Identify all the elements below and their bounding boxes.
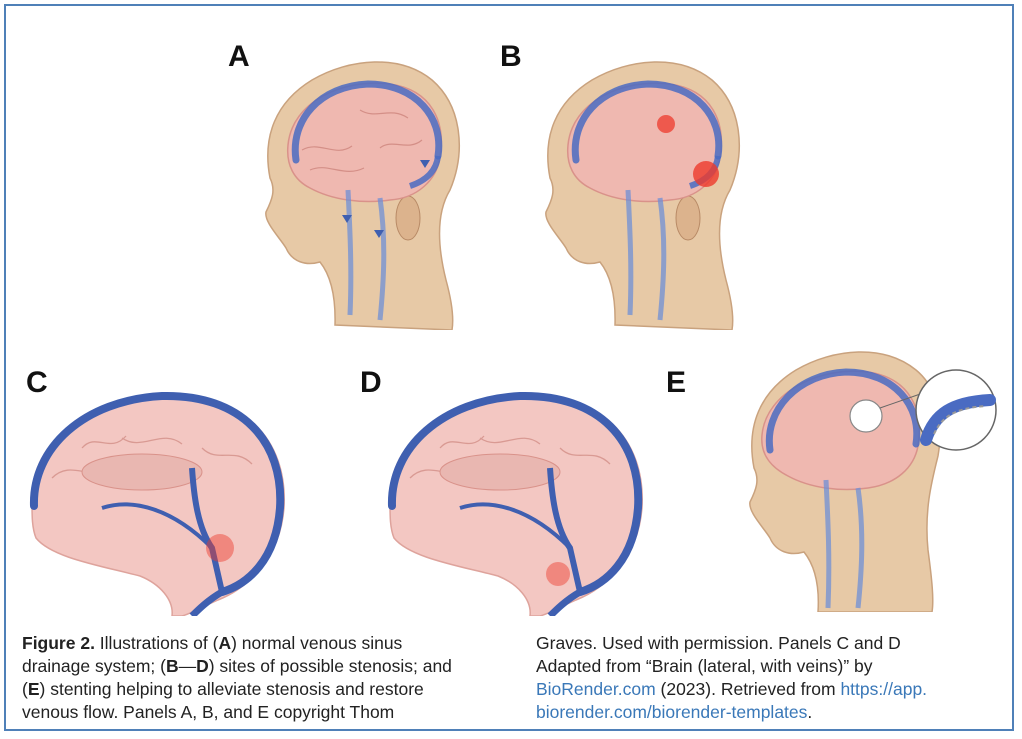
- stenosis-marker: [546, 562, 570, 586]
- caption-line: Figure 2. Illustrations of (A) normal ve…: [22, 632, 502, 655]
- panel-label-c: C: [26, 366, 48, 399]
- caption-text: Illustrations of (: [94, 633, 219, 653]
- stenosis-marker: [206, 534, 234, 562]
- figure-label: Figure 2.: [22, 633, 95, 653]
- caption-text: D: [196, 656, 209, 676]
- caption-line: Adapted from “Brain (lateral, with veins…: [536, 655, 1006, 678]
- panel-c-brain-illustration: [29, 391, 285, 616]
- caption-text: Adapted from “Brain (lateral, with veins…: [536, 656, 873, 676]
- caption-line: Graves. Used with permission. Panels C a…: [536, 632, 1006, 655]
- caption-link[interactable]: https://app.: [840, 679, 928, 699]
- caption-text: drainage system; (: [22, 656, 166, 676]
- caption-line: biorender.com/biorender-templates.: [536, 701, 1006, 724]
- caption-line: drainage system; (B—D) sites of possible…: [22, 655, 502, 678]
- caption-line: venous flow. Panels A, B, and E copyrigh…: [22, 701, 502, 724]
- panel-label-d: D: [360, 366, 382, 399]
- caption-text: E: [27, 679, 40, 699]
- caption-text: Graves. Used with permission. Panels C a…: [536, 633, 901, 653]
- caption-text: .: [807, 702, 813, 722]
- caption-text: A: [218, 633, 232, 653]
- caption-link[interactable]: biorender.com/biorender-templates: [536, 702, 808, 722]
- panel-d-brain-illustration: [387, 391, 643, 616]
- panel-a-head-illustration: [265, 61, 460, 330]
- caption-line: BioRender.com (2023). Retrieved from htt…: [536, 678, 1006, 701]
- caption-column-2: Graves. Used with permission. Panels C a…: [536, 632, 1006, 724]
- caption-text: (: [22, 679, 28, 699]
- caption-text: (2023). Retrieved from: [655, 679, 841, 699]
- panel-b-head-illustration: [545, 61, 740, 330]
- caption-text: B: [165, 656, 179, 676]
- panel-e-head-illustration: [749, 351, 997, 612]
- caption-text: —: [178, 656, 197, 676]
- panel-label-b: B: [500, 40, 522, 73]
- caption-text: ) stenting helping to alleviate stenosis…: [39, 679, 424, 699]
- panel-label-e: E: [666, 366, 687, 399]
- caption-link[interactable]: BioRender.com: [536, 679, 656, 699]
- panel-label-a: A: [228, 40, 250, 73]
- stenosis-marker: [657, 115, 675, 133]
- caption-text: venous flow. Panels A, B, and E copyrigh…: [22, 702, 395, 722]
- caption-line: (E) stenting helping to alleviate stenos…: [22, 678, 502, 701]
- caption-text: ) sites of possible stenosis; and: [208, 656, 452, 676]
- caption-text: ) normal venous sinus: [231, 633, 403, 653]
- stenosis-marker: [693, 161, 719, 187]
- caption-column-1: Figure 2. Illustrations of (A) normal ve…: [22, 632, 502, 724]
